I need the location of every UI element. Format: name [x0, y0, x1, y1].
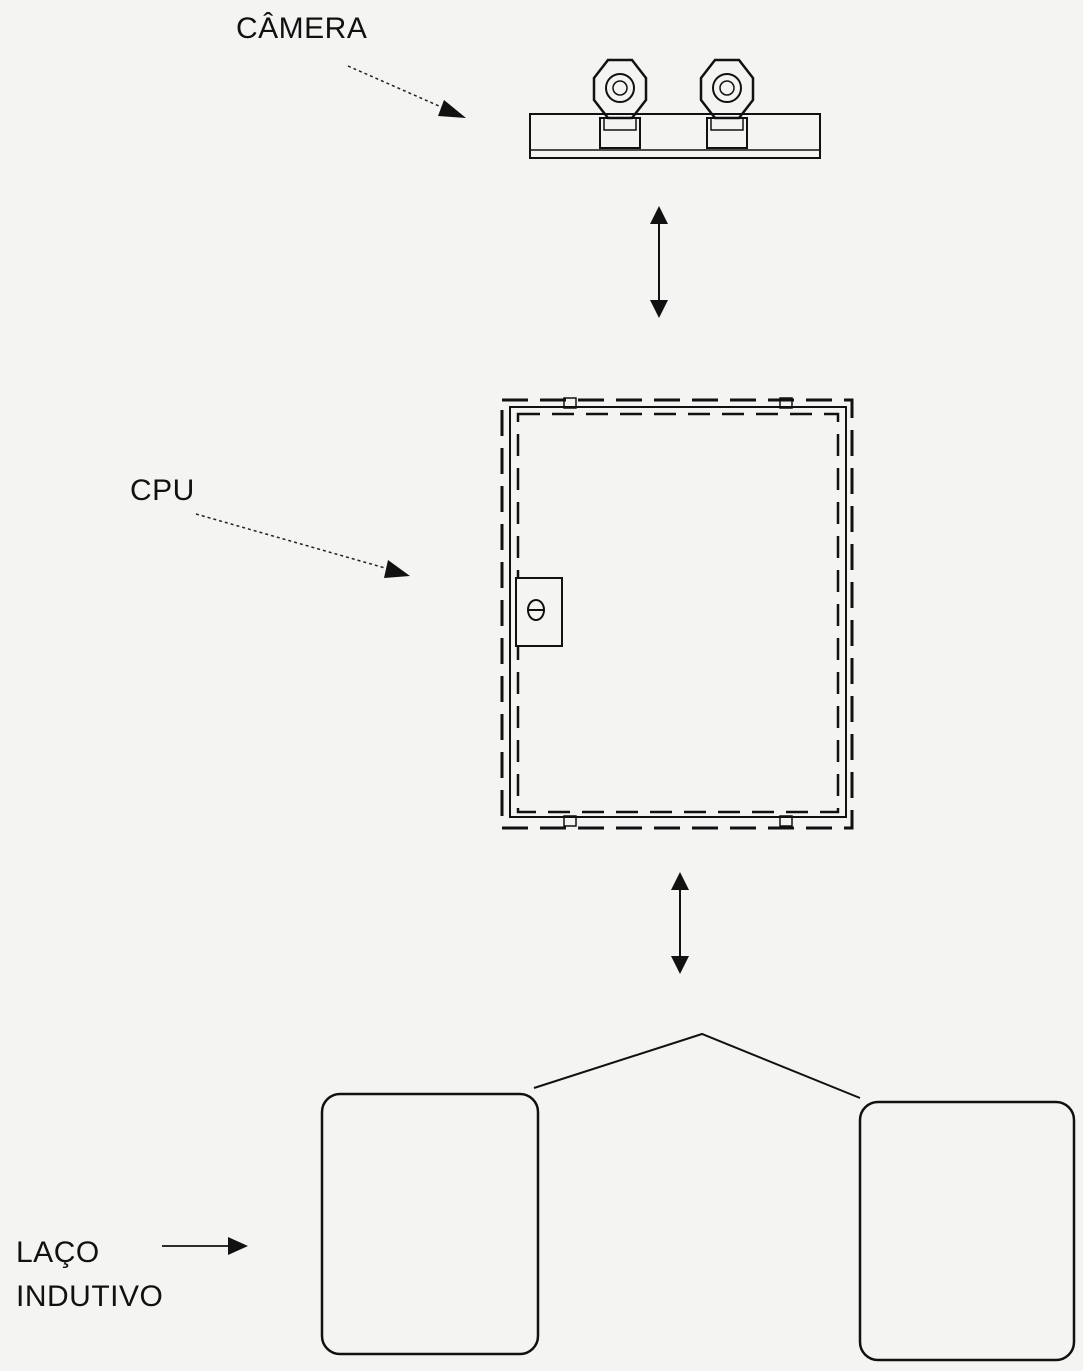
- cpu-loop-link-arrow: [671, 872, 689, 974]
- loop-wiring: [533, 1032, 861, 1099]
- inductive-loop-right: [858, 1100, 1076, 1362]
- camera-label: CÂMERA: [236, 12, 368, 45]
- inductive-loop-label-line1: LAÇO: [16, 1236, 100, 1269]
- cpu-label: CPU: [130, 474, 195, 507]
- camera-pointer-arrow: [347, 65, 466, 118]
- cpu-pointer-arrow: [195, 513, 410, 578]
- camera-icon-right: [699, 58, 755, 149]
- camera-icon-left: [592, 58, 648, 149]
- loop-pointer-arrow: [162, 1237, 248, 1255]
- inductive-loop-label-line2: INDUTIVO: [16, 1280, 164, 1313]
- cpu-cabinet: [500, 397, 854, 830]
- inductive-loop-left: [320, 1092, 540, 1356]
- camera-assembly: [529, 58, 821, 159]
- lock-icon: [515, 577, 563, 647]
- camera-cpu-link-arrow: [650, 206, 668, 318]
